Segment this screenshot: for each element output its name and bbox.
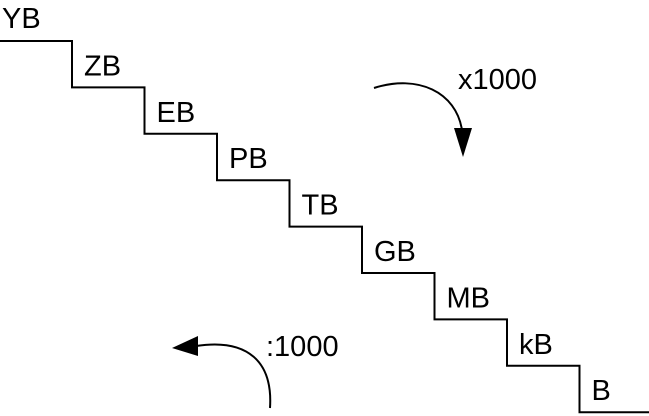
divide-label: :1000 — [266, 331, 339, 363]
step-label-tb: TB — [302, 190, 339, 222]
step-labels: YB ZB EB PB TB GB MB kB B — [2, 3, 611, 407]
step-label-yb: YB — [2, 3, 41, 35]
arrow-up-curve — [195, 343, 272, 409]
arrow-down-curve — [373, 82, 463, 131]
curved-arrow-down-icon — [373, 82, 472, 157]
step-label-kb: kB — [519, 329, 553, 361]
arrow-down-head — [454, 128, 472, 157]
curved-arrow-up-left-icon — [172, 336, 272, 409]
step-label-b: B — [592, 375, 611, 407]
step-label-pb: PB — [229, 143, 268, 175]
multiply-label: x1000 — [458, 64, 537, 96]
staircase-line — [0, 40, 649, 414]
step-label-eb: EB — [157, 97, 196, 129]
step-label-gb: GB — [374, 236, 416, 268]
arrow-up-head — [172, 336, 198, 356]
step-label-mb: MB — [447, 282, 491, 314]
step-label-zb: ZB — [84, 50, 121, 82]
